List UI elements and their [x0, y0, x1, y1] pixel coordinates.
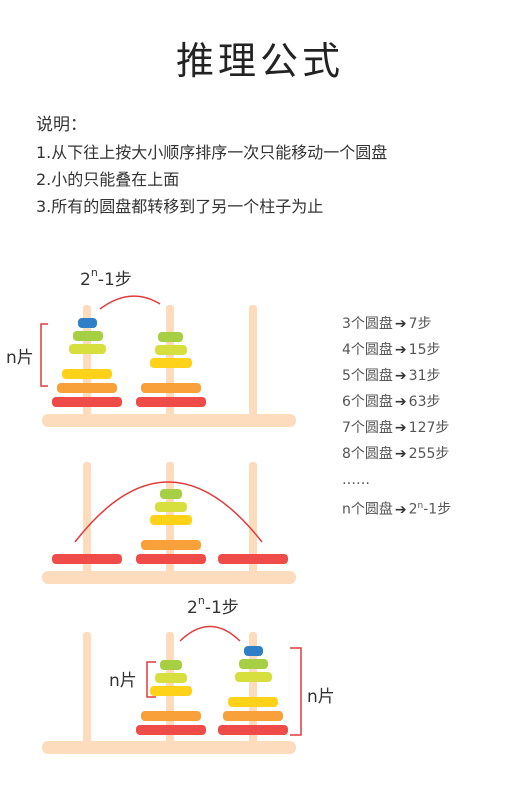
hanoi-stage-1: n片 2n-1步 — [6, 266, 296, 427]
disc — [141, 711, 201, 721]
base-plank — [42, 741, 296, 754]
peg — [83, 462, 91, 577]
arrow-right-icon: ➔ — [394, 316, 407, 332]
step-count: 15步 — [408, 342, 441, 358]
peg — [249, 305, 257, 418]
formula-exponent: n — [91, 266, 98, 279]
steps-row: 4个圆盘➔15步 — [342, 337, 451, 363]
disc-count: 5个圆盘 — [342, 368, 393, 384]
disc — [78, 318, 97, 328]
disc — [160, 660, 182, 670]
steps-row: 5个圆盘➔31步 — [342, 363, 451, 389]
disc — [52, 554, 122, 564]
disc — [73, 331, 103, 341]
arrow-right-icon: ➔ — [394, 368, 407, 384]
steps-formula: 2n-1步 — [80, 266, 132, 290]
step-count: 31步 — [408, 368, 441, 384]
disc — [150, 358, 192, 368]
rules-heading: 说明： — [36, 115, 87, 135]
move-arc — [99, 295, 161, 310]
formula-exponent: n — [198, 594, 205, 607]
steps-row: 3个圆盘➔7步 — [342, 311, 451, 337]
n-pieces-label: n片 — [6, 348, 34, 368]
arrow-right-icon: ➔ — [394, 342, 407, 358]
disc — [57, 383, 117, 393]
steps-formula: 2n-1步 — [187, 594, 239, 618]
disc — [155, 345, 187, 355]
disc — [136, 397, 206, 407]
arrow-right-icon: ➔ — [394, 446, 407, 462]
disc — [223, 711, 283, 721]
peg — [83, 632, 91, 745]
disc-count: 6个圆盘 — [342, 394, 393, 410]
page-title: 推理公式 — [175, 39, 344, 83]
arrow-right-icon: ➔ — [394, 394, 407, 410]
disc — [141, 383, 201, 393]
steps-row: 8个圆盘➔255步 — [342, 441, 451, 467]
arrow-right-icon: ➔ — [394, 420, 407, 436]
disc — [218, 554, 288, 564]
n-bracket — [290, 647, 302, 736]
base-plank — [42, 414, 296, 427]
move-arc — [179, 625, 241, 642]
step-count: 255步 — [408, 446, 450, 462]
disc — [52, 397, 122, 407]
move-arc — [74, 481, 263, 543]
rules-section: 说明： 1.从下往上按大小顺序排序一次只能移动一个圆盘 2.小的只能叠在上面 3… — [36, 112, 387, 220]
arrow-right-icon: ➔ — [394, 501, 407, 518]
disc — [136, 554, 206, 564]
disc — [228, 697, 278, 707]
disc — [150, 686, 192, 696]
step-count: 127步 — [408, 420, 450, 436]
formula-base: 2 — [187, 598, 198, 618]
disc-count: n个圆盘 — [342, 501, 393, 518]
formula-tail: -1步 — [423, 501, 452, 518]
rule-item: 1.从下往上按大小顺序排序一次只能移动一个圆盘 — [36, 143, 388, 162]
disc — [235, 672, 272, 682]
n-bracket — [146, 661, 156, 698]
hanoi-stage-3: n片 n片 2n-1步 — [42, 594, 335, 754]
disc — [62, 369, 112, 379]
disc-count: 8个圆盘 — [342, 446, 393, 462]
n-bracket — [40, 323, 48, 387]
disc — [141, 540, 201, 550]
disc — [69, 344, 106, 354]
hanoi-stage-2 — [42, 462, 296, 584]
base-plank — [42, 571, 296, 584]
steps-row-general: n个圆盘➔2n-1步 — [342, 493, 451, 519]
n-pieces-label: n片 — [307, 687, 335, 707]
disc — [155, 673, 187, 683]
formula-base: 2 — [408, 501, 418, 518]
formula-exponent: n — [417, 501, 424, 511]
formula-tail: -1步 — [98, 270, 132, 290]
disc-count: 7个圆盘 — [342, 420, 393, 436]
step-count: 7步 — [408, 316, 432, 332]
n-pieces-label: n片 — [109, 671, 137, 691]
disc-count: 4个圆盘 — [342, 342, 393, 358]
disc — [155, 502, 187, 512]
steps-table: 3个圆盘➔7步 4个圆盘➔15步 5个圆盘➔31步 6个圆盘➔63步 7个圆盘➔… — [342, 311, 451, 519]
peg — [249, 462, 257, 577]
disc — [136, 725, 206, 735]
disc — [158, 332, 183, 342]
rule-item: 2.小的只能叠在上面 — [36, 170, 180, 189]
steps-row: 6个圆盘➔63步 — [342, 389, 451, 415]
disc — [160, 489, 182, 499]
ellipsis: …… — [342, 472, 370, 488]
disc — [150, 515, 192, 525]
formula-base: 2 — [80, 270, 91, 290]
formula-tail: -1步 — [205, 598, 239, 618]
steps-row: 7个圆盘➔127步 — [342, 415, 451, 441]
disc — [239, 659, 268, 669]
disc-count: 3个圆盘 — [342, 316, 393, 332]
step-count: 63步 — [408, 394, 441, 410]
disc — [218, 725, 288, 735]
rule-item: 3.所有的圆盘都转移到了另一个柱子为止 — [36, 197, 324, 216]
disc — [244, 646, 263, 656]
